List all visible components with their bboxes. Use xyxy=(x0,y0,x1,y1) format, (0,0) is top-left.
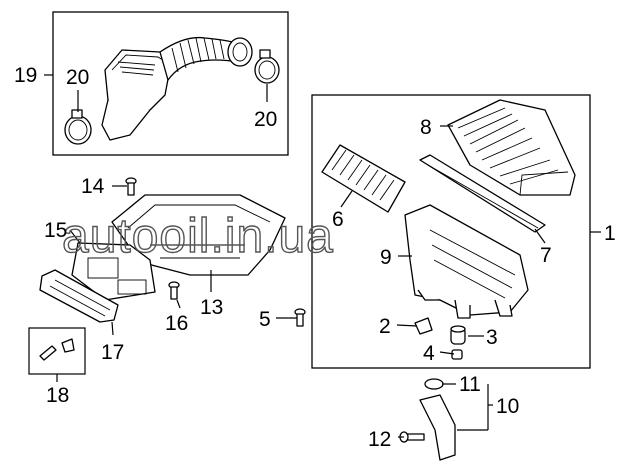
callout-12: 12 xyxy=(368,428,391,451)
callout-20-right: 20 xyxy=(254,108,277,131)
callout-17: 17 xyxy=(101,341,124,364)
callout-18: 18 xyxy=(46,384,69,407)
callout-1: 1 xyxy=(604,222,616,245)
callout-6: 6 xyxy=(332,208,344,231)
bolt-5-illustration xyxy=(294,308,306,327)
callout-labels: 19 20 20 1 8 6 7 9 2 3 4 5 11 10 12 14 1… xyxy=(14,64,616,451)
seal-illustration xyxy=(419,154,546,233)
watermark-text: autooil.in.ua xyxy=(62,210,334,263)
intake-duct-frame xyxy=(52,11,289,156)
leader-lines xyxy=(44,74,601,438)
hose-clamp-right xyxy=(254,49,280,84)
clip-illustration xyxy=(451,349,463,360)
callout-10: 10 xyxy=(496,395,519,418)
bolt-16-illustration xyxy=(168,281,180,300)
callout-7: 7 xyxy=(540,244,552,267)
filter-cover-illustration xyxy=(321,144,406,213)
callout-8: 8 xyxy=(420,116,432,139)
callout-16: 16 xyxy=(165,312,188,335)
resonator-bracket-illustration xyxy=(71,242,156,301)
callout-3: 3 xyxy=(486,326,498,349)
upper-housing-illustration xyxy=(447,99,576,196)
callout-2: 2 xyxy=(379,315,391,338)
insulator-illustration xyxy=(450,325,466,345)
callout-4: 4 xyxy=(423,342,435,365)
bracket-assembly-illustration xyxy=(399,378,456,461)
resonator-illustration xyxy=(111,194,286,276)
callout-9: 9 xyxy=(380,246,392,269)
callout-15: 15 xyxy=(44,219,67,242)
callout-20-left: 20 xyxy=(66,66,89,89)
bolt-14-illustration xyxy=(125,177,137,196)
callout-13: 13 xyxy=(200,296,223,319)
hose-clamp-left xyxy=(64,109,92,145)
callout-14: 14 xyxy=(81,175,105,198)
callout-19: 19 xyxy=(14,64,37,87)
intake-duct-illustration xyxy=(101,36,253,141)
callout-5: 5 xyxy=(259,308,271,331)
grommet-illustration xyxy=(414,317,433,335)
bracket-17-illustration xyxy=(39,269,119,323)
hardware-kit-illustration xyxy=(28,327,86,375)
callout-11: 11 xyxy=(459,373,481,396)
lower-housing-illustration xyxy=(404,204,529,319)
